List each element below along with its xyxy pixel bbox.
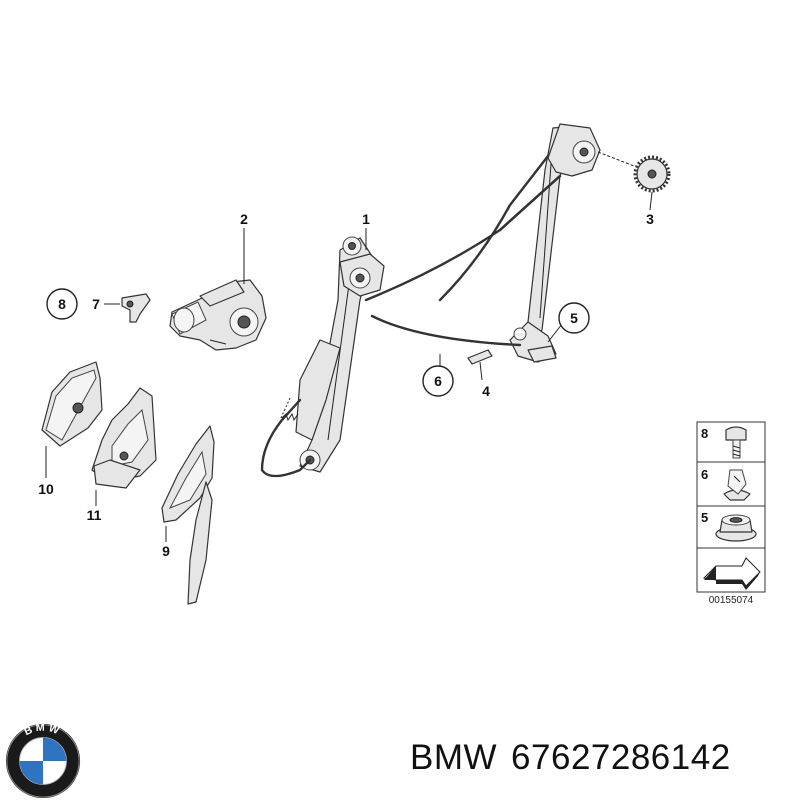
window-regulator <box>260 123 601 478</box>
brand-name: BMW <box>410 738 498 777</box>
callout-10: 10 <box>38 481 54 497</box>
callout-8-circle <box>46 288 78 320</box>
callout-5-circle <box>558 302 590 334</box>
fastener-legend: 8 6 5 00155074 <box>696 421 766 606</box>
logo-quadrant-blue-2 <box>19 761 43 785</box>
callout-8: 8 <box>58 296 66 312</box>
callout-11: 11 <box>87 507 102 523</box>
guide-rail-part-9 <box>161 425 215 605</box>
arrow-icon <box>702 557 761 590</box>
drive-gear <box>597 151 671 193</box>
legend-label-5: 5 <box>701 510 708 525</box>
callout-6: 6 <box>434 373 442 389</box>
callout-4: 4 <box>482 383 490 399</box>
callout-6-circle <box>422 365 454 397</box>
bmw-roundel-icon: BMW <box>5 722 81 799</box>
callout-1: 1 <box>362 211 370 227</box>
callout-2: 2 <box>240 211 248 227</box>
callout-7: 7 <box>92 296 100 312</box>
clip-part-7 <box>104 293 151 323</box>
callout-9: 9 <box>162 543 170 559</box>
logo-text: BMW <box>22 722 60 738</box>
catalog-number: 00155074 <box>709 595 754 606</box>
svg-text:BMW: BMW <box>22 722 63 738</box>
trim-part-10 <box>41 361 103 478</box>
bracket-part-11 <box>91 387 157 506</box>
leader-3 <box>649 191 653 211</box>
clip-icon <box>723 469 751 501</box>
nut-icon <box>715 514 757 542</box>
part-5-nut <box>527 323 563 363</box>
product-label: BMW 67627286142 <box>410 738 745 778</box>
legend-label-6: 6 <box>701 467 708 482</box>
bolt-icon <box>725 426 747 459</box>
logo-quadrant-blue-1 <box>43 737 67 761</box>
window-motor <box>169 279 267 351</box>
callout-3: 3 <box>646 211 654 227</box>
callout-5: 5 <box>570 310 578 326</box>
legend-label-8: 8 <box>701 426 708 441</box>
part-4-pin <box>467 349 493 381</box>
part-number: 67627286142 <box>511 738 731 777</box>
